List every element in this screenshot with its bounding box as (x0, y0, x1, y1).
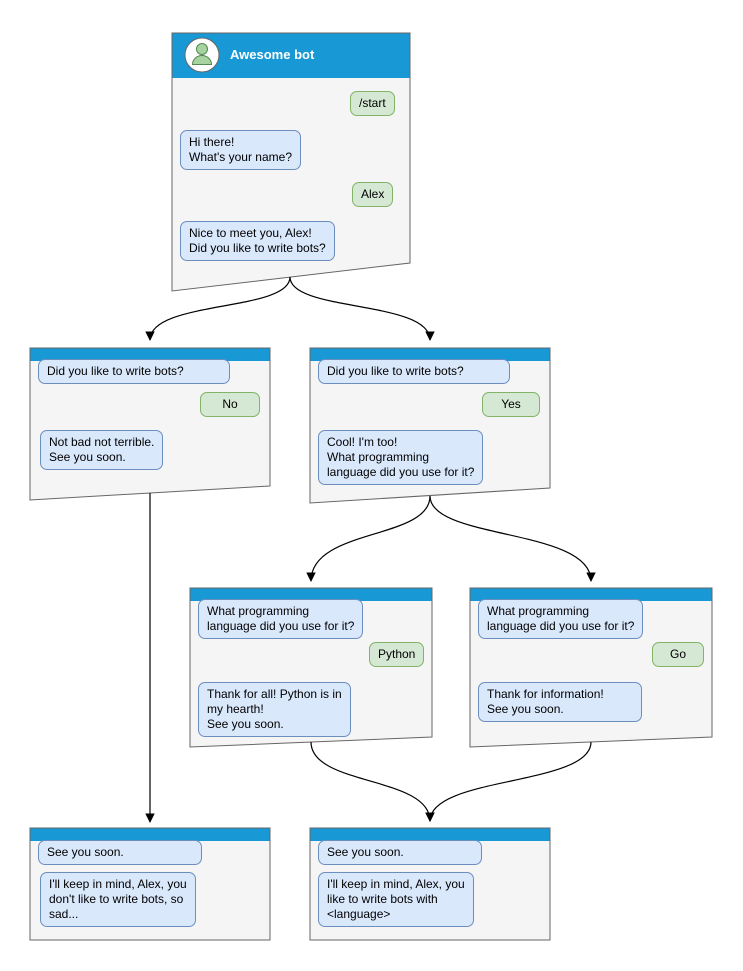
arrow-yes-to-python (306, 495, 431, 582)
window-header-strip (190, 588, 432, 601)
arrow-yes-to-go (429, 495, 596, 582)
user-message-bubble: Python (369, 642, 425, 667)
bot-message-bubble: What programming language did you use fo… (198, 599, 364, 639)
user-message-bubble: Go (652, 642, 704, 667)
bot-message-bubble: Nice to meet you, Alex! Did you like to … (180, 221, 335, 261)
bot-message-bubble: Hi there! What's your name? (180, 130, 302, 170)
bot-message-bubble: Not bad not terrible. See you soon. (40, 430, 164, 470)
window-header-strip (30, 828, 270, 841)
window-header-strip (30, 348, 270, 361)
bot-message-bubble: Thank for all! Python is in my hearth! S… (198, 682, 351, 737)
bot-avatar-person-icon (191, 43, 213, 65)
bot-message-bubble: See you soon. (318, 840, 482, 865)
user-message-bubble: /start (350, 91, 395, 116)
arrow-python-to-end (310, 741, 435, 822)
bot-message-bubble: Thank for information! See you soon. (478, 682, 642, 722)
bot-message-bubble: What programming language did you use fo… (478, 599, 644, 639)
connector-arrows (145, 276, 596, 823)
bot-message-bubble: See you soon. (38, 840, 202, 865)
window-header-strip (470, 588, 712, 601)
window-header-strip (310, 828, 550, 841)
bot-message-bubble: Cool! I'm too! What programming language… (318, 430, 484, 485)
bot-message-bubble: Did you like to write bots? (38, 359, 230, 384)
user-message-bubble: Alex (352, 182, 394, 207)
window-header-strip (310, 348, 550, 361)
arrow-go-to-end (425, 741, 592, 822)
arrow-root-to-no (145, 276, 291, 341)
window-title: Awesome bot (230, 47, 315, 62)
bot-message-bubble: I'll keep in mind, Alex, you like to wri… (318, 872, 474, 927)
bot-message-bubble: Did you like to write bots? (318, 359, 510, 384)
user-message-bubble: Yes (482, 392, 540, 417)
bot-message-bubble: I'll keep in mind, Alex, you don't like … (40, 872, 196, 927)
arrow-root-to-yes (289, 276, 435, 341)
user-message-bubble: No (200, 392, 260, 417)
